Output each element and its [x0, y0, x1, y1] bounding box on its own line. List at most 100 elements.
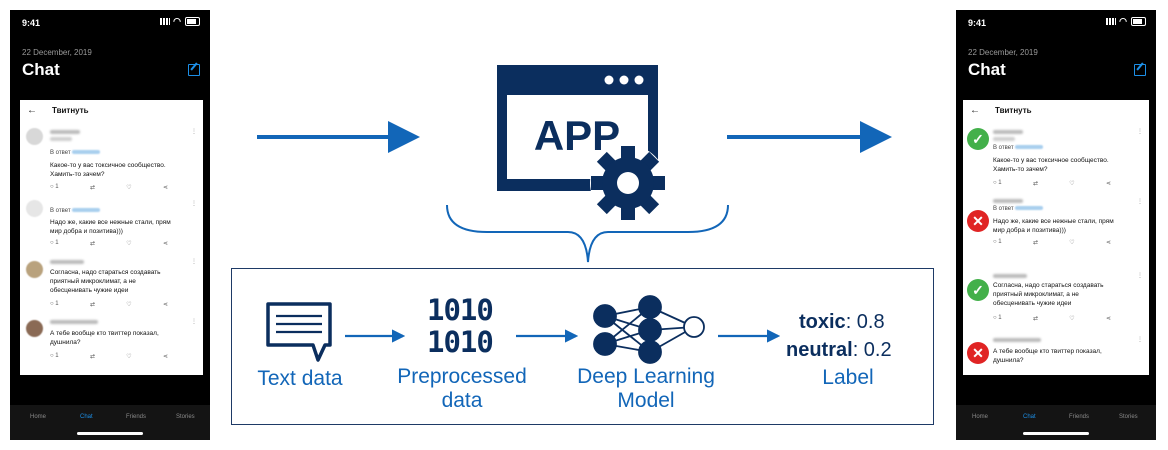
more-icon[interactable]: ⋮: [191, 201, 197, 207]
more-icon[interactable]: ⋮: [191, 129, 197, 135]
card-title: Твитнуть: [995, 106, 1032, 115]
tweet-text: Какое-то у вас токсичное сообщество. Хам…: [993, 157, 1109, 173]
phone-right: 9:41 ◠ 22 December, 2019 Chat ← Твитнуть…: [956, 10, 1156, 440]
share-icon[interactable]: ⋖: [1105, 316, 1111, 322]
share-icon[interactable]: ⋖: [162, 302, 168, 308]
tab-chat[interactable]: Chat: [1023, 414, 1036, 420]
reply-icon[interactable]: ○ 1: [993, 239, 1002, 245]
user-name: [993, 199, 1023, 203]
tweet-text: Согласна, надо стараться создавать прият…: [50, 269, 161, 294]
model-label: Deep Learning Model: [560, 365, 732, 413]
phone-date: 22 December, 2019: [968, 48, 1038, 57]
reply-prefix: В ответ: [993, 145, 1014, 151]
check-icon: ✓: [967, 279, 989, 301]
preprocessed-line-2: data: [441, 389, 483, 412]
compose-icon[interactable]: [188, 64, 200, 76]
reply-to: В ответ: [50, 150, 101, 156]
retweet-icon[interactable]: ⇄: [89, 302, 95, 308]
reply-icon[interactable]: ○ 1: [50, 240, 59, 246]
like-icon[interactable]: ♡: [126, 302, 132, 308]
back-arrow-icon[interactable]: ←: [27, 105, 37, 116]
reply-to: В ответ: [993, 145, 1044, 151]
status-indicators: ◠: [159, 16, 200, 27]
tab-chat[interactable]: Chat: [80, 414, 93, 420]
like-icon[interactable]: ♡: [126, 241, 132, 247]
like-icon[interactable]: ♡: [1069, 181, 1075, 187]
pipeline-box: [231, 268, 934, 425]
user-name: [50, 260, 84, 264]
tweet-actions: ○ 1 ⇄ ♡ ⋖: [993, 315, 1111, 322]
more-icon[interactable]: ⋮: [1137, 129, 1143, 135]
tab-friends[interactable]: Friends: [1069, 414, 1090, 420]
signal-icon: [1105, 18, 1116, 26]
like-icon[interactable]: ♡: [1069, 240, 1075, 246]
retweet-icon[interactable]: ⇄: [89, 185, 95, 191]
reply-count: 1: [998, 239, 1002, 245]
like-icon[interactable]: ♡: [1069, 316, 1075, 322]
card-title: Твитнуть: [52, 106, 89, 115]
reply-handle: [72, 208, 101, 213]
model-line-2: Model: [617, 389, 675, 412]
gear-icon: [590, 145, 666, 221]
reply-to: В ответ: [993, 206, 1044, 212]
home-indicator: [77, 432, 143, 435]
retweet-icon[interactable]: ⇄: [89, 354, 95, 360]
back-arrow-icon[interactable]: ←: [970, 105, 980, 116]
more-icon[interactable]: ⋮: [1137, 337, 1143, 343]
tweet-actions: ○ 1 ⇄ ♡ ⋖: [50, 240, 168, 247]
reply-icon[interactable]: ○ 1: [50, 301, 59, 307]
avatar: [26, 320, 43, 337]
reply-icon[interactable]: ○ 1: [993, 315, 1002, 321]
reply-count: 1: [998, 315, 1002, 321]
status-time: 9:41: [22, 18, 41, 28]
share-icon[interactable]: ⋖: [162, 354, 168, 360]
neutral-score: neutral: 0.2: [786, 337, 892, 363]
tab-friends[interactable]: Friends: [126, 414, 147, 420]
signal-icon: [159, 18, 170, 26]
user-name: [50, 130, 80, 134]
tab-home[interactable]: Home: [972, 414, 989, 420]
reply-count: 1: [55, 353, 59, 359]
retweet-icon[interactable]: ⇄: [1032, 240, 1038, 246]
reply-to: В ответ: [50, 208, 101, 214]
like-icon[interactable]: ♡: [126, 185, 132, 191]
user-handle: [50, 137, 72, 141]
more-icon[interactable]: ⋮: [1137, 273, 1143, 279]
cross-icon: ✕: [967, 342, 989, 364]
check-icon: ✓: [967, 128, 989, 150]
reply-icon[interactable]: ○ 1: [993, 180, 1002, 186]
share-icon[interactable]: ⋖: [162, 241, 168, 247]
retweet-icon[interactable]: ⇄: [89, 241, 95, 247]
tweet-actions: ○ 1 ⇄ ♡ ⋖: [993, 180, 1111, 187]
tab-stories[interactable]: Stories: [176, 414, 195, 420]
binary-row-2: 1010: [427, 325, 494, 359]
compose-icon[interactable]: [1134, 64, 1146, 76]
tab-stories[interactable]: Stories: [1119, 414, 1138, 420]
tab-home[interactable]: Home: [30, 414, 47, 420]
avatar: [26, 261, 43, 278]
share-icon[interactable]: ⋖: [1105, 181, 1111, 187]
reply-icon[interactable]: ○ 1: [50, 184, 59, 190]
more-icon[interactable]: ⋮: [191, 259, 197, 265]
tab-bar: Home Chat Friends Stories: [956, 405, 1156, 440]
home-indicator: [1023, 432, 1089, 435]
like-icon[interactable]: ♡: [126, 354, 132, 360]
text-document-icon: [266, 302, 332, 362]
tweet-actions: ○ 1 ⇄ ♡ ⋖: [50, 353, 168, 360]
toxic-score: toxic: 0.8: [799, 309, 885, 335]
more-icon[interactable]: ⋮: [191, 319, 197, 325]
tweet-card: ← Твитнуть ✓ ⋮ В ответ Какое-то у вас то…: [963, 100, 1149, 375]
reply-handle: [1015, 145, 1044, 150]
user-name: [50, 320, 98, 324]
battery-icon: [185, 17, 200, 27]
card-header: ← Твитнуть: [20, 105, 203, 119]
retweet-icon[interactable]: ⇄: [1032, 181, 1038, 187]
more-icon[interactable]: ⋮: [1137, 199, 1143, 205]
share-icon[interactable]: ⋖: [162, 185, 168, 191]
status-bar: 9:41 ◠: [10, 10, 210, 36]
retweet-icon[interactable]: ⇄: [1032, 316, 1038, 322]
tweet-actions: ○ 1 ⇄ ♡ ⋖: [993, 239, 1111, 246]
share-icon[interactable]: ⋖: [1105, 240, 1111, 246]
reply-count: 1: [55, 301, 59, 307]
reply-icon[interactable]: ○ 1: [50, 353, 59, 359]
